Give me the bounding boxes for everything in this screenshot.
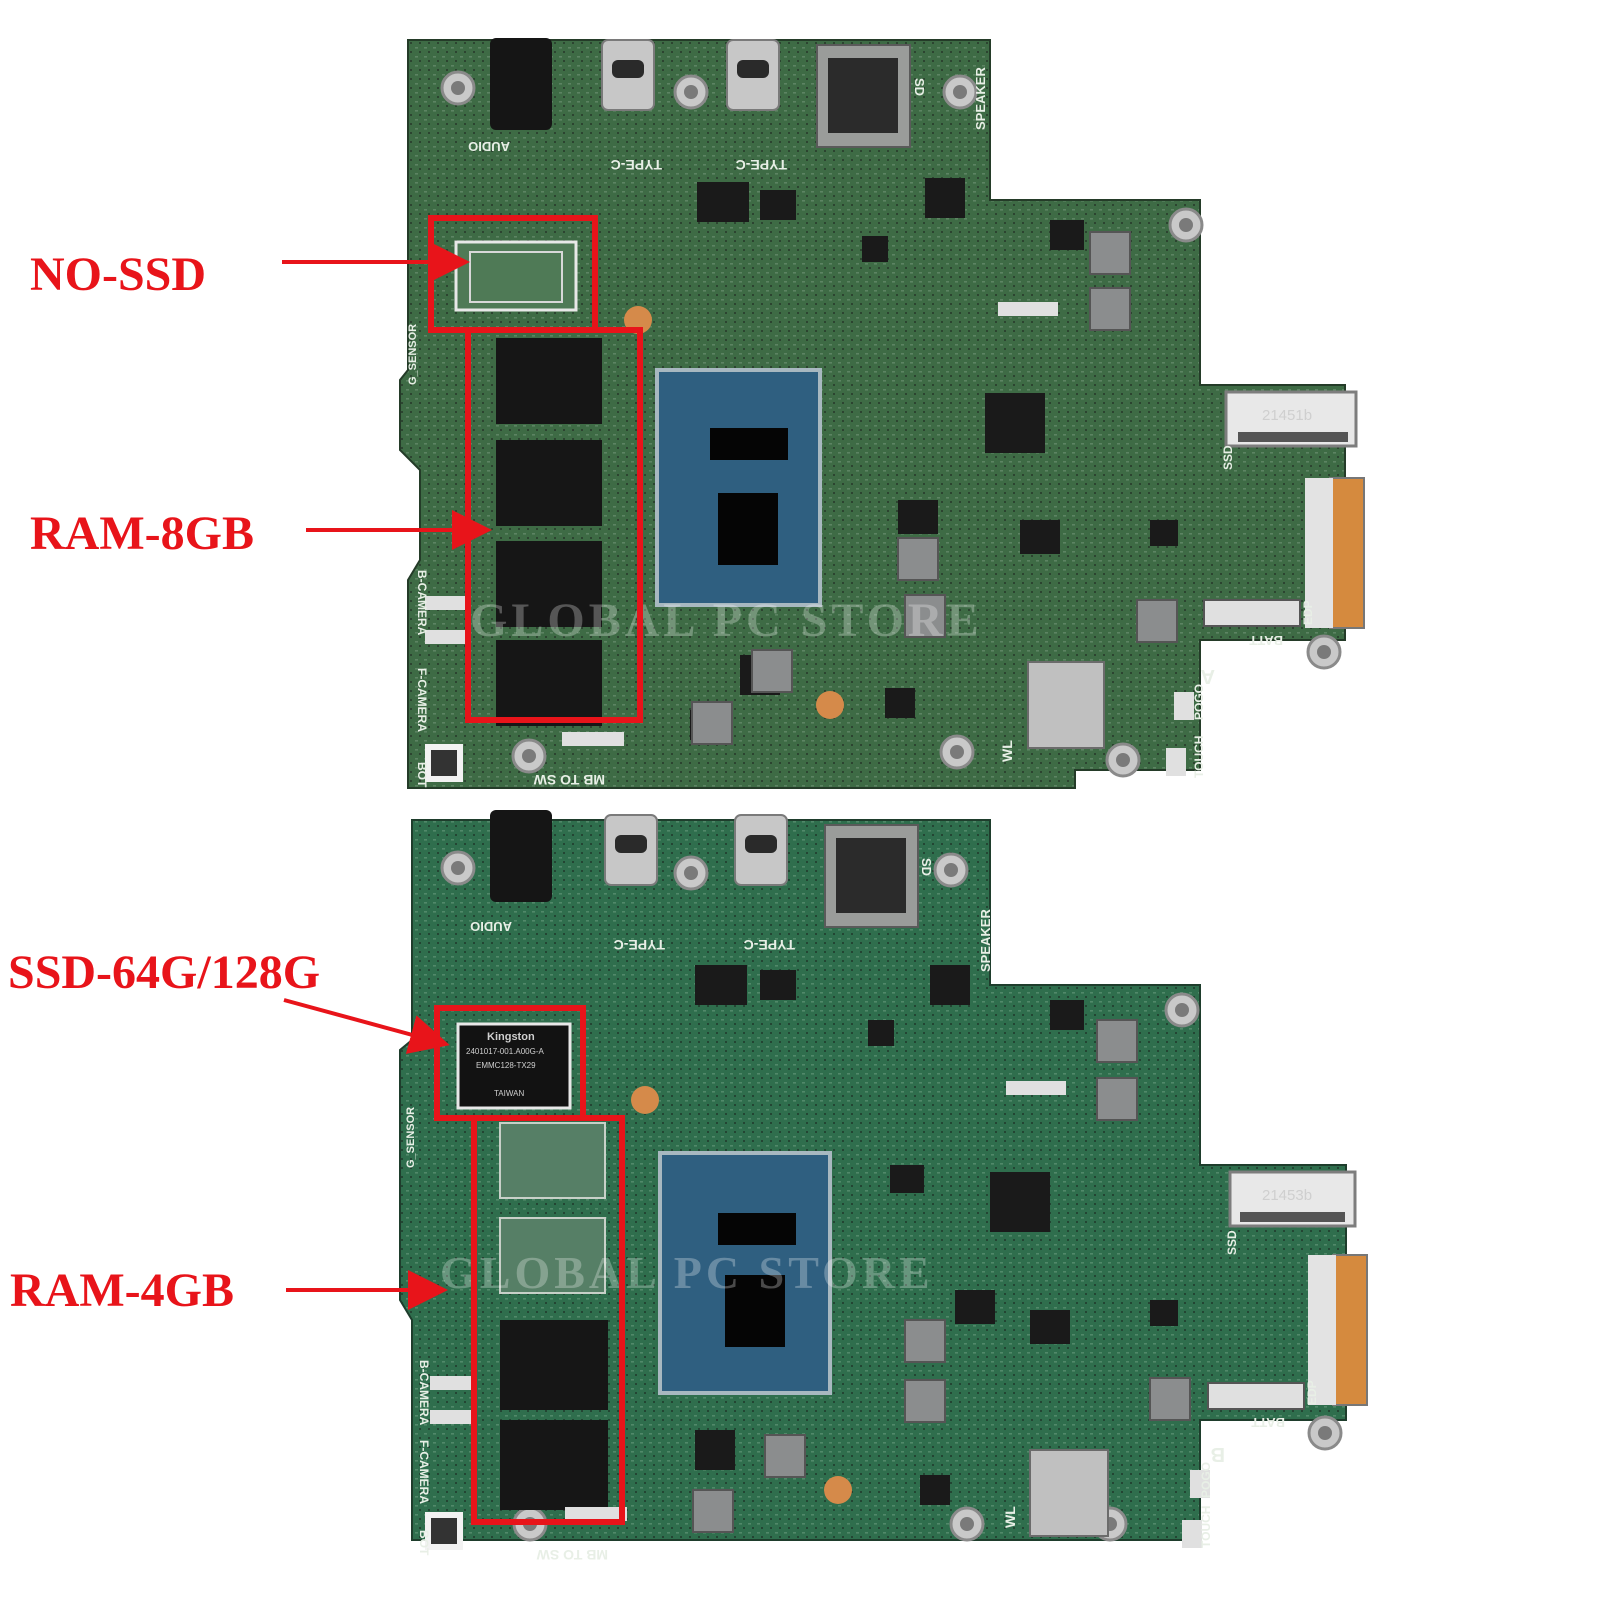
label-sd-bottom: SD: [919, 858, 934, 876]
highlight-ram-4gb: [471, 1115, 625, 1525]
callout-ram-4gb: RAM-4GB: [10, 1264, 234, 1317]
label-bot-bottom: BOT: [417, 1530, 431, 1556]
board-variant-bottom: B: [1211, 1443, 1225, 1465]
edp-connector-top: [1329, 477, 1365, 629]
label-fcamera-bottom: F-CAMERA: [417, 1440, 431, 1504]
motherboard-top: 21451b AUDIO TYPE-C TYPE-C SD SPEAKER G_…: [399, 38, 1365, 789]
emmc-part-number: 2401017-001.A00G-A: [466, 1047, 545, 1056]
pcb-top: [399, 39, 1346, 789]
emmc-origin: TAIWAN: [494, 1089, 524, 1098]
edp-connector-bottom: [1332, 1254, 1368, 1406]
label-batt-bottom: BATT: [1251, 1415, 1285, 1430]
m2-code-top: 21451b: [1262, 407, 1312, 424]
emmc-chip-kingston: Kingston 2401017-001.A00G-A EMMC128-TX29…: [456, 1022, 572, 1110]
label-touch-bottom: TOUCH: [1199, 1506, 1213, 1548]
label-audio-top: AUDIO: [468, 139, 510, 154]
label-wl-bottom: WL: [1002, 1506, 1018, 1528]
ram-footprints-empty: [499, 1122, 606, 1294]
board-variant-top: A: [1201, 665, 1215, 687]
label-pogo-bottom: POGO: [1199, 1462, 1213, 1498]
label-edp-top: EDP: [1301, 600, 1315, 625]
callout-ram-8gb: RAM-8GB: [30, 507, 254, 560]
label-pogo-top: POGO: [1192, 684, 1206, 720]
callout-arrows: [282, 242, 492, 1310]
m2-code-bottom: 21453b: [1262, 1187, 1312, 1204]
cpu-package-bottom: [658, 1151, 832, 1395]
audio-jack: [490, 38, 552, 130]
pcb-bottom: [399, 819, 1347, 1541]
audio-jack-bottom: [490, 810, 552, 902]
arrow-ssd: [283, 998, 450, 1054]
label-fcamera-top: F-CAMERA: [415, 668, 429, 732]
label-typec-2-bottom: TYPE-C: [744, 937, 795, 953]
watermark-top: GLOBAL PC STORE: [470, 594, 983, 647]
wifi-module-bottom: [1029, 1449, 1109, 1537]
label-bcamera-bottom: B-CAMERA: [417, 1360, 431, 1426]
label-ssd-top: SSD: [1221, 445, 1235, 470]
label-batt-top: BATT: [1249, 633, 1283, 648]
label-touch-top: TOUCH: [1192, 736, 1206, 778]
ram-chips-top: [496, 338, 602, 726]
emmc-brand: Kingston: [487, 1031, 535, 1043]
label-sd-top: SD: [912, 78, 927, 96]
label-typec-1-top: TYPE-C: [611, 157, 662, 173]
wifi-module-top: [1027, 661, 1105, 749]
label-audio-bottom: AUDIO: [470, 919, 512, 934]
label-bcamera-top: B-CAMERA: [415, 570, 429, 636]
ram-chips-bottom: [500, 1320, 608, 1510]
label-typec-2-top: TYPE-C: [736, 157, 787, 173]
watermark-bottom: GLOBAL PC STORE: [440, 1247, 934, 1298]
label-wl-top: WL: [999, 740, 1015, 762]
label-mbtosw-bottom: MB TO SW: [536, 1547, 608, 1563]
callout-no-ssd: NO-SSD: [30, 248, 206, 301]
label-gsensor-bottom: G_SENSOR: [405, 1107, 417, 1168]
battery-connector-bottom: [1207, 1382, 1305, 1410]
label-speaker-bottom: SPEAKER: [978, 909, 993, 972]
label-bot-top: BOT: [415, 762, 429, 788]
label-mbtosw-top: MB TO SW: [533, 772, 605, 788]
callout-ssd-size: SSD-64G/128G: [8, 946, 320, 999]
label-ssd-bottom: SSD: [1225, 1230, 1239, 1255]
label-speaker-top: SPEAKER: [973, 67, 988, 130]
label-gsensor-top: G_SENSOR: [407, 324, 419, 385]
mounting-holes-top: [440, 70, 1342, 778]
label-edp-bottom: EDP: [1305, 1380, 1319, 1405]
emmc-capacity-code: EMMC128-TX29: [476, 1061, 536, 1070]
label-typec-1-bottom: TYPE-C: [614, 937, 665, 953]
battery-connector-top: [1203, 599, 1301, 627]
motherboard-bottom: Kingston 2401017-001.A00G-A EMMC128-TX29…: [399, 810, 1368, 1563]
cpu-package-top: [655, 368, 822, 607]
